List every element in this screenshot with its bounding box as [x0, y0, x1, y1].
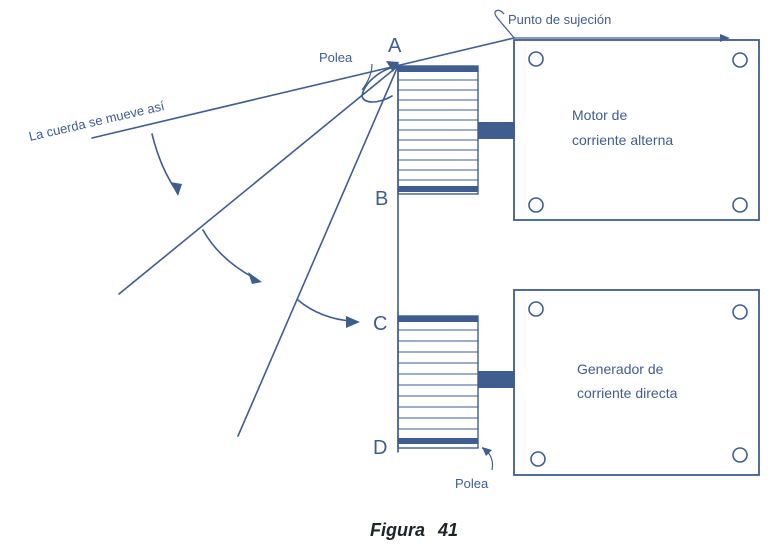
rope-line-3: [237, 65, 399, 437]
figure-caption-number: 41: [437, 520, 458, 540]
generator-bolt-hole: [732, 304, 748, 320]
rope-line-2: [118, 65, 399, 295]
generator-bolt-hole: [530, 451, 546, 467]
top-pulley-rim: [398, 66, 478, 72]
motor-label-line2: corriente alterna: [572, 132, 673, 148]
bottom-pulley-rim: [398, 438, 478, 444]
rope-line-1: [91, 37, 515, 139]
attachment-leader: [494, 9, 515, 39]
pulley-d-arrowhead-icon: [482, 447, 492, 456]
generator-label-line1: Generador de: [577, 361, 664, 377]
motion-arc-3: [297, 299, 353, 322]
motion-arrow-3-icon: [346, 316, 360, 328]
label-point-b: B: [375, 188, 388, 210]
motion-arc-1: [151, 133, 177, 191]
attachment-arrow-icon: [720, 34, 730, 42]
label-point-a: A: [388, 35, 402, 57]
motor-bolt-hole: [732, 197, 748, 213]
bottom-pulley: [397, 315, 479, 449]
rope-loop: [361, 65, 399, 103]
motor-box: Motor de corriente alterna: [513, 39, 760, 221]
generator-label-line2: corriente directa: [577, 385, 678, 401]
pulley-leader-top: [361, 63, 373, 91]
motor-housing: [513, 39, 760, 221]
pulley-a-arrowhead-icon: [386, 61, 399, 72]
generator-box: Generador de corriente directa: [513, 289, 760, 476]
motion-arrow-2-icon: [248, 272, 262, 284]
label-attachment-point: Punto de sujeción: [508, 12, 611, 27]
label-point-c: C: [373, 313, 387, 335]
generator-housing: [513, 289, 760, 476]
bottom-pulley-body: [397, 315, 479, 449]
generator-bolt-hole: [528, 301, 544, 317]
label-pulley-bottom: Polea: [455, 476, 489, 491]
label-point-d: D: [373, 437, 387, 459]
figure-caption-word: Figura: [370, 520, 425, 540]
label-pulley-top: Polea: [319, 50, 353, 65]
generator-bolt-hole: [732, 447, 748, 463]
motor-bolt-hole: [732, 52, 748, 68]
motion-arc-2: [202, 229, 255, 279]
top-pulley-rim: [398, 186, 478, 192]
motor-label-line1: Motor de: [572, 107, 627, 123]
motor-shaft: [478, 122, 515, 139]
motor-bolt-hole: [528, 197, 544, 213]
generator-shaft: [478, 371, 515, 388]
motion-arrow-1-icon: [170, 182, 182, 196]
motor-bolt-hole: [528, 51, 544, 67]
bottom-pulley-rim: [398, 316, 478, 322]
top-pulley: [397, 65, 479, 195]
